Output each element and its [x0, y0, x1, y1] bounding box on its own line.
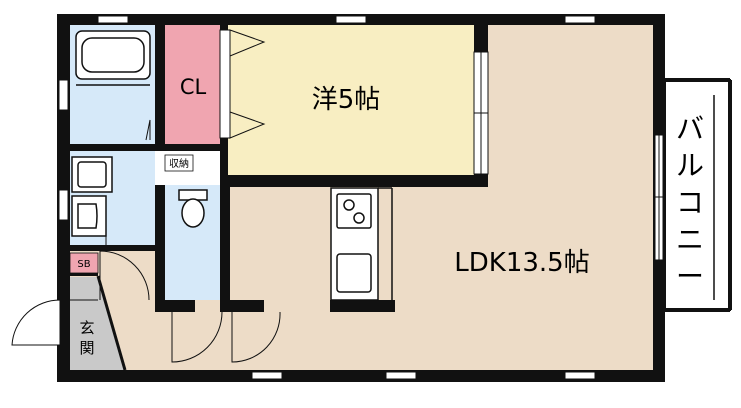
- svg-text:ー: ー: [676, 260, 704, 293]
- shoe-box: [69, 252, 99, 274]
- closet-floor: [165, 25, 220, 145]
- bathtub: [75, 30, 151, 86]
- closet-doors: [219, 29, 266, 139]
- ldk-label: LDK13.5帖: [454, 248, 589, 278]
- svg-text:ル: ル: [676, 149, 704, 182]
- washbasin: [71, 195, 107, 237]
- closet-label: CL: [180, 75, 207, 99]
- western-room-label: 洋5帖: [312, 85, 381, 115]
- svg-text:ニ: ニ: [676, 223, 704, 256]
- toilet: [178, 189, 208, 228]
- entrance-label-2: 関: [79, 339, 94, 357]
- balcony: [663, 78, 732, 312]
- svg-text:バ: バ: [676, 112, 704, 145]
- kitchen-counter: [330, 187, 393, 301]
- balcony-label: バ ル コ ニ ー: [676, 112, 704, 293]
- western-room-floor: [225, 25, 475, 175]
- entrance-label-1: 玄: [79, 319, 94, 337]
- svg-text:コ: コ: [676, 186, 704, 219]
- entrance-step: [96, 275, 127, 371]
- washing-machine: [71, 156, 113, 193]
- shoe-box-label: SB: [77, 259, 90, 270]
- sliding-door: [473, 51, 489, 175]
- storage-box: [164, 154, 194, 172]
- storage-label: 収納: [169, 157, 189, 170]
- door-swings: [11, 250, 281, 363]
